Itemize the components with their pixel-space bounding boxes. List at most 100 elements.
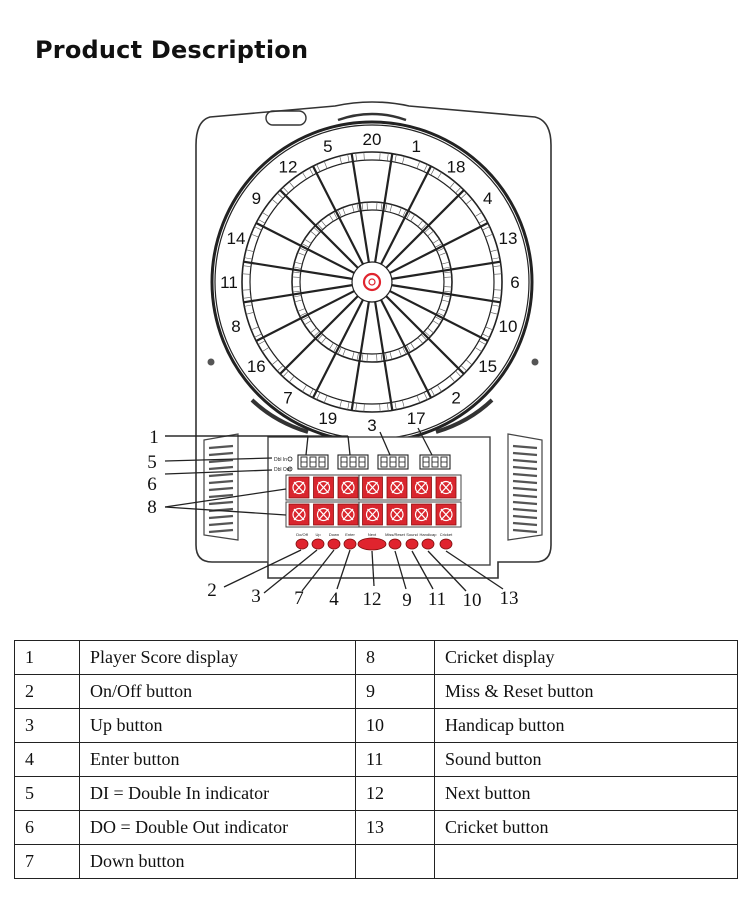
panel-button-label: Enter xyxy=(345,532,355,537)
speaker-slot xyxy=(208,521,234,527)
ring-hatch xyxy=(328,342,334,350)
panel-button-label: Do/Off xyxy=(296,532,308,537)
ring-hatch xyxy=(465,359,473,366)
board-number: 18 xyxy=(447,157,466,176)
panel-button[interactable] xyxy=(343,538,357,550)
speaker-slot xyxy=(208,444,234,450)
cricket-mark-cross xyxy=(367,508,378,521)
speaker-grilles xyxy=(203,433,543,541)
board-number: 15 xyxy=(478,357,497,376)
panel-button[interactable] xyxy=(327,538,341,550)
ring-hatch xyxy=(434,243,443,248)
ring-hatch xyxy=(292,271,301,274)
segment-divider xyxy=(389,222,489,274)
panel-button[interactable] xyxy=(405,538,419,550)
callout-number: 11 xyxy=(428,589,446,610)
segment-divider xyxy=(350,153,370,263)
ring-hatch xyxy=(316,164,321,172)
speaker-slot xyxy=(208,500,234,506)
ring-hatch xyxy=(417,337,424,344)
ring-hatch xyxy=(242,289,251,291)
ring-hatch xyxy=(271,359,279,366)
speaker-slot xyxy=(512,521,538,527)
cricket-mark-circle xyxy=(292,480,306,495)
ring-hatch xyxy=(288,181,295,189)
panel-button-label: Cricket xyxy=(440,532,453,537)
ring-hatch xyxy=(271,198,279,205)
ring-hatch xyxy=(339,156,342,164)
legend-description: Handicap button xyxy=(434,708,738,743)
speaker-slot xyxy=(512,458,538,464)
board-number: 6 xyxy=(510,273,519,292)
board-number: 9 xyxy=(252,189,261,208)
ring-hatch xyxy=(363,403,365,412)
callout-number: 2 xyxy=(207,580,217,601)
segment-divider xyxy=(374,301,394,411)
ring-hatch xyxy=(328,214,334,222)
ring-hatch xyxy=(323,395,328,403)
speaker-slot xyxy=(512,500,538,506)
legend-description: Enter button xyxy=(79,742,356,777)
segment-divider xyxy=(391,284,501,304)
ring-hatch xyxy=(292,286,301,288)
panel-button-label: Miss/Reset xyxy=(385,532,406,537)
top-catch-ring xyxy=(337,112,407,122)
ring-hatch xyxy=(262,212,270,217)
ring-hatch xyxy=(320,220,327,227)
cricket-mark-cross xyxy=(293,481,305,494)
ring-hatch xyxy=(356,352,359,361)
legend-description: Miss & Reset button xyxy=(434,674,738,709)
legend-number: 5 xyxy=(14,776,80,811)
cricket-mark-circle xyxy=(439,480,453,495)
ring-hatch xyxy=(282,187,289,194)
legend-description: Sound button xyxy=(434,742,738,777)
panel-button[interactable] xyxy=(357,537,387,551)
legend-number xyxy=(355,844,435,879)
ring-hatch xyxy=(402,400,405,408)
legend-description: Next button xyxy=(434,776,738,811)
ring-hatch xyxy=(355,403,358,412)
ring-hatch xyxy=(485,233,493,238)
leader-line xyxy=(427,550,467,592)
board-number: 11 xyxy=(220,273,238,292)
panel-button[interactable] xyxy=(439,538,453,550)
legend-description: Up button xyxy=(79,708,356,743)
legend-description: Player Score display xyxy=(79,640,356,675)
ring-hatch xyxy=(242,265,251,268)
cricket-mark-circle xyxy=(390,507,404,522)
screw-right xyxy=(531,358,539,366)
leader-line xyxy=(411,550,434,590)
ring-hatch xyxy=(302,172,307,180)
ring-hatch xyxy=(282,370,289,377)
ring-hatch xyxy=(441,261,450,265)
leader-line xyxy=(336,549,351,590)
panel-button[interactable] xyxy=(388,538,402,550)
ring-hatch xyxy=(257,340,266,345)
segment-divider xyxy=(312,165,364,265)
panel-button-label: Down xyxy=(329,532,339,537)
ring-hatch xyxy=(417,220,424,227)
speaker-slot xyxy=(208,514,234,520)
ring-hatch xyxy=(313,331,320,337)
ring-hatch xyxy=(386,152,389,161)
legend-number: 6 xyxy=(14,810,80,845)
ring-hatch xyxy=(478,219,487,224)
panel-button-label: Next xyxy=(368,532,377,537)
panel-button[interactable] xyxy=(311,538,325,550)
ring-hatch xyxy=(342,207,346,216)
speaker-slot xyxy=(208,479,234,485)
lower-catch-right xyxy=(435,398,494,434)
leader-line xyxy=(164,469,273,475)
ring-hatch xyxy=(379,152,381,161)
ring-hatch xyxy=(347,154,350,163)
leader-line xyxy=(305,435,309,456)
segment-divider xyxy=(243,260,353,280)
cricket-mark-cross xyxy=(367,481,378,494)
panel-button-label: Sound xyxy=(406,532,418,537)
panel-button[interactable] xyxy=(421,538,435,550)
do-indicator xyxy=(287,466,293,472)
board-number: 1 xyxy=(411,137,420,156)
panel-button[interactable] xyxy=(295,538,309,550)
bullseye-center xyxy=(368,278,376,286)
